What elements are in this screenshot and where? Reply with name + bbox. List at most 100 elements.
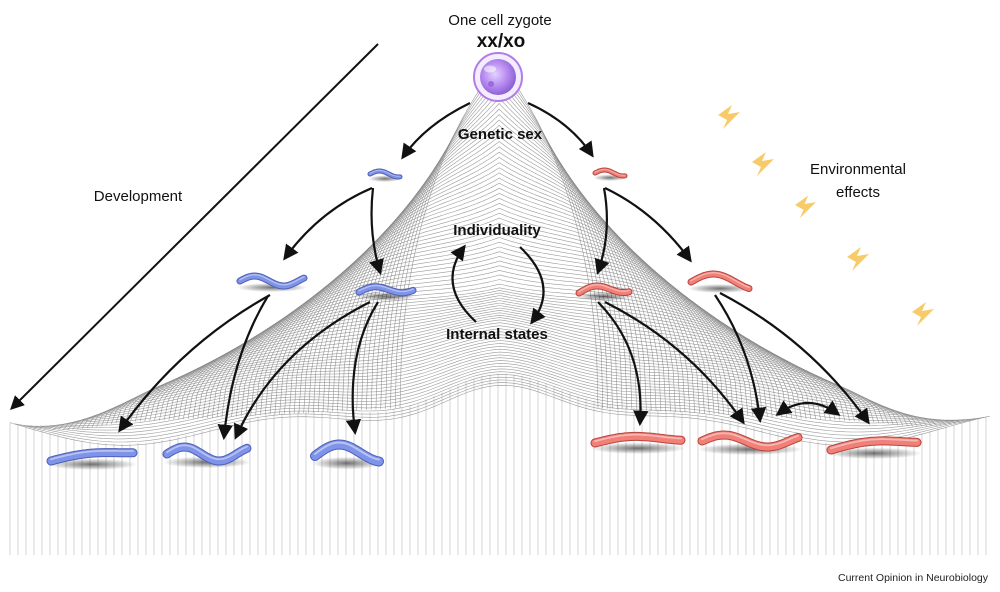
- landscape-contour: [29, 374, 971, 434]
- landscape-contour: [96, 334, 904, 427]
- landscape-contour: [327, 141, 671, 412]
- male-worm-icon: [367, 168, 403, 182]
- arrow-male-b: [369, 187, 384, 275]
- internal-states-label: Internal states: [446, 326, 548, 343]
- landscape-contour: [192, 279, 807, 419]
- landscape-contour: [366, 97, 633, 410]
- male-worm-icon: [310, 439, 384, 470]
- arrow-individuality-to-internal: [519, 246, 546, 325]
- worms: [46, 167, 922, 470]
- landscape-contour: [120, 319, 879, 423]
- male-worm-icon: [355, 283, 417, 301]
- arrow-female-l2-a: [597, 301, 649, 427]
- arrow-female-l2-c: [714, 294, 767, 424]
- arrow-male-a: [283, 186, 373, 261]
- arrow-female-bidirectional: [775, 400, 841, 416]
- landscape-contour: [178, 290, 821, 420]
- arrow-male-l2-b: [217, 295, 269, 441]
- landscape-contour: [197, 274, 802, 419]
- landscape-contour: [163, 297, 836, 421]
- landscape-contour: [9, 384, 991, 446]
- landscape-contour: [221, 251, 778, 418]
- landscape-contour: [245, 227, 754, 417]
- female-worm-icon: [575, 282, 633, 301]
- landscape-contour: [110, 325, 889, 425]
- development-arrow: [10, 43, 379, 410]
- landscape-contour: [24, 376, 976, 437]
- landscape-contour: [154, 302, 846, 421]
- landscape-contour: [115, 322, 884, 424]
- landscape-contour: [289, 182, 710, 414]
- female-worm-icon: [826, 436, 922, 459]
- effects-label: effects: [836, 184, 880, 201]
- environmental-label: Environmental: [810, 161, 906, 178]
- arrow-internal-to-individuality: [450, 244, 477, 323]
- landscape-contour: [260, 212, 739, 416]
- zygote-cell-icon: [473, 52, 523, 102]
- landscape-contour: [81, 343, 918, 429]
- female-worm-icon: [590, 431, 686, 454]
- male-worm-icon: [46, 448, 138, 470]
- arrow-female-l2-b: [604, 301, 745, 425]
- landscape-contour: [125, 317, 875, 423]
- landscape-contour: [72, 348, 928, 430]
- landscape-contour: [183, 287, 817, 420]
- landscape-contour: [43, 365, 957, 430]
- landscape-contour: [207, 265, 792, 419]
- landscape-contour: [231, 241, 768, 417]
- landscape-contour: [53, 360, 947, 430]
- landscape-contour: [226, 246, 773, 418]
- arrow-zygote-to-female: [527, 101, 594, 158]
- arrow-female-l2-d: [719, 292, 870, 425]
- landscape-contour: [106, 328, 894, 426]
- landscape-contour: [67, 351, 933, 430]
- landscape-contour: [38, 368, 962, 429]
- genotype-label: xx/xo: [477, 31, 526, 52]
- landscape-contour: [134, 312, 865, 422]
- landscape-contour: [236, 237, 763, 417]
- male-worm-icon: [162, 442, 252, 468]
- landscape-contour: [250, 222, 749, 416]
- landscape-contour: [144, 307, 855, 422]
- arrows: [10, 43, 870, 441]
- lightning-bolt-icon: [847, 247, 869, 271]
- female-worm-icon: [687, 270, 753, 293]
- individuality-label: Individuality: [453, 222, 541, 239]
- lightning-bolt-icon: [752, 152, 774, 176]
- landscape-contour: [361, 103, 637, 411]
- landscape-contour: [341, 124, 657, 412]
- landscape-contour: [19, 379, 981, 440]
- landscape-contour: [77, 345, 923, 430]
- landscape-contour: [173, 292, 826, 420]
- epigenetic-landscape: [9, 57, 991, 555]
- landscape-contour: [187, 283, 812, 419]
- landscape-contour: [159, 300, 841, 421]
- landscape-contour: [91, 337, 908, 428]
- credit-label: Current Opinion in Neurobiology: [838, 572, 989, 584]
- arrow-female-a: [594, 187, 610, 275]
- arrow-male-l2-a: [118, 294, 271, 433]
- landscape-contour: [211, 260, 787, 418]
- landscape-contour: [269, 202, 729, 415]
- lightning-bolt-icon: [795, 195, 816, 219]
- development-label: Development: [94, 188, 183, 205]
- landscape-contour: [274, 197, 725, 415]
- landscape-contour: [255, 217, 744, 416]
- lightning-bolt-icon: [718, 105, 740, 129]
- landscape-contour: [264, 207, 734, 416]
- landscape-contour: [168, 295, 831, 420]
- arrow-female-b: [604, 187, 692, 263]
- lightning-bolts: [718, 105, 934, 326]
- male-worm-icon: [236, 272, 308, 292]
- female-worm-icon: [697, 430, 803, 455]
- arrow-male-l2-d: [345, 301, 379, 436]
- landscape-contour: [240, 232, 758, 417]
- landscape-contour: [202, 269, 797, 419]
- landscape-contour: [14, 382, 986, 443]
- zygote-label: One cell zygote: [448, 12, 551, 29]
- arrow-zygote-to-male: [401, 102, 471, 160]
- landscape-contour: [149, 305, 850, 421]
- landscape-contour: [139, 310, 860, 422]
- female-worm-icon: [592, 167, 628, 181]
